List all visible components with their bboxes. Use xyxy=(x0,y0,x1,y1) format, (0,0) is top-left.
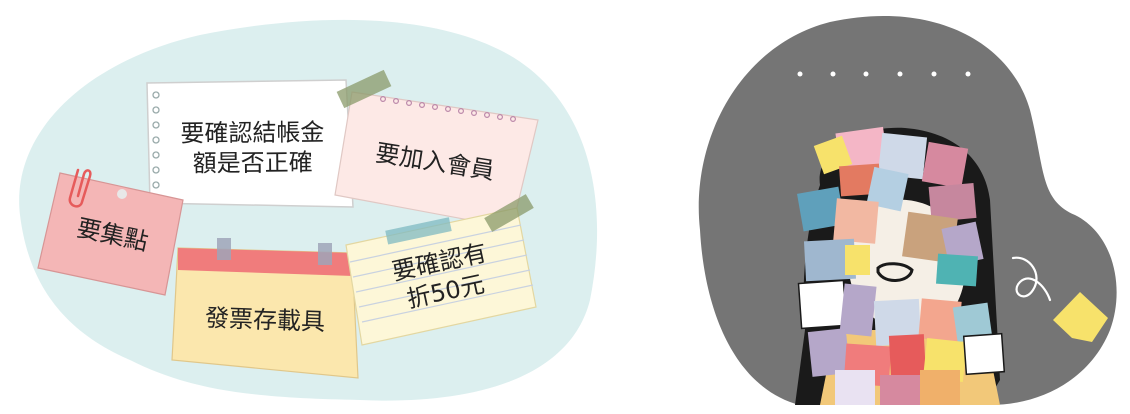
sticky-note-cluster xyxy=(797,126,1006,405)
note-check-discount-text: 要確認有 折50元 xyxy=(389,238,490,314)
dotted-thought-icon xyxy=(797,71,971,77)
tape-green xyxy=(484,194,534,232)
peach-note-bg xyxy=(334,91,539,229)
note-invoice-carrier-text: 發票存載具 xyxy=(204,303,326,337)
note-confirm-amount: 要確認結帳金 額是否正確 xyxy=(160,97,346,199)
note-confirm-amount-text: 要確認結帳金 額是否正確 xyxy=(180,118,325,178)
spiral-paper xyxy=(146,79,354,208)
pink-note-bg xyxy=(37,172,184,296)
paperclip-icon xyxy=(68,168,92,208)
tape-top xyxy=(336,69,392,109)
swirl-icon xyxy=(1011,256,1052,302)
flying-sticky-note xyxy=(1053,292,1108,342)
note-collect-points-text: 要集點 xyxy=(74,213,151,257)
tape-blue xyxy=(385,217,452,245)
calendar-note-bg xyxy=(171,238,359,379)
pin-icon xyxy=(117,189,127,199)
note-invoice-carrier: 發票存載具 xyxy=(179,282,351,358)
person-mouth xyxy=(876,262,914,282)
note-join-member-text: 要加入會員 xyxy=(373,138,497,186)
